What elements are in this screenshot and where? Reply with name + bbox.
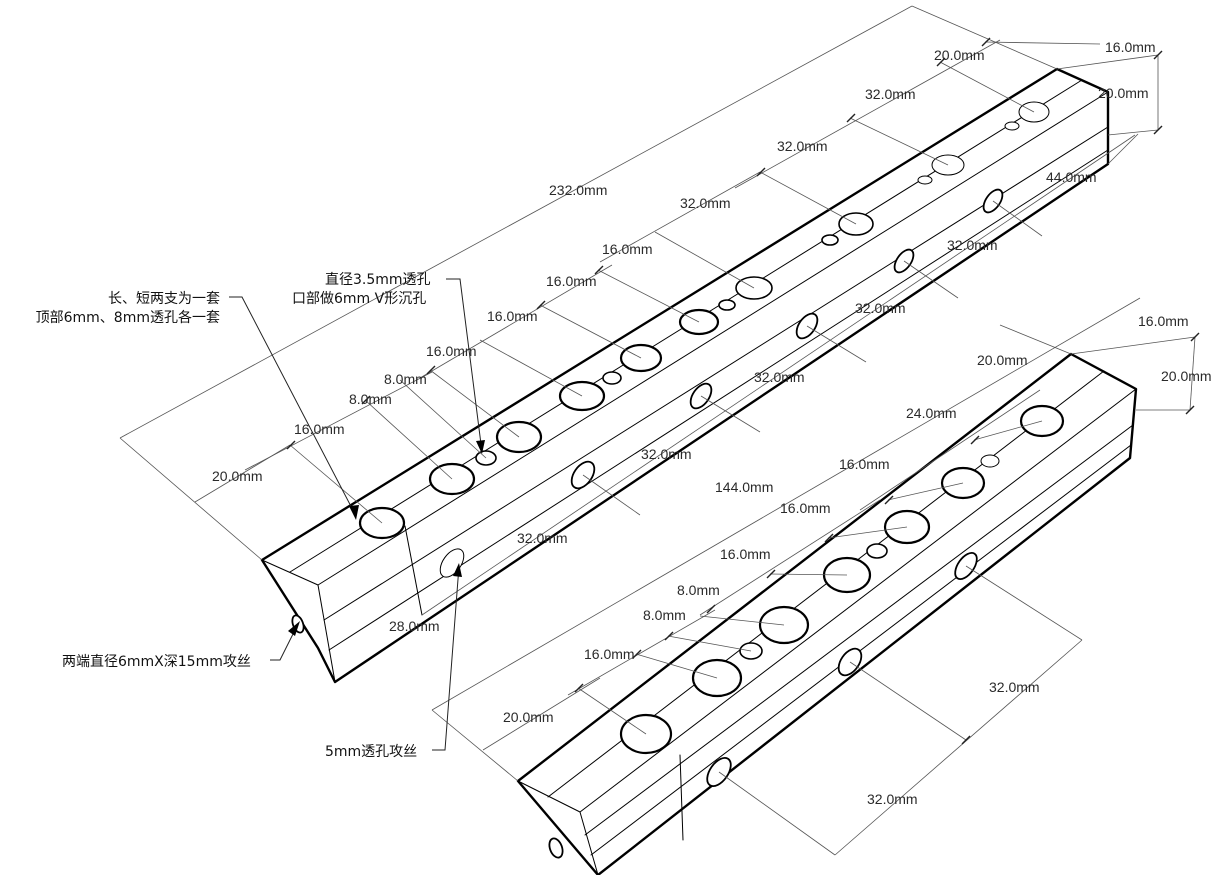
dim-side-spacing: 32.0mm [855, 300, 906, 316]
arrowhead [453, 563, 462, 577]
long-bar-dimension-labels: 232.0mm 16.0mm 20.0mm 20.0mm 20.0mm 16.0… [212, 39, 1156, 634]
top-hole-3.5mm [602, 371, 622, 385]
leader-through [446, 278, 483, 453]
note-set-line1: 长、短两支为一套 [108, 291, 220, 307]
long-bar-side-line [323, 126, 1109, 621]
short-bar-dimensions [431, 297, 1200, 856]
leader-end-tap [270, 623, 299, 661]
dim-side-first: 28.0mm [389, 618, 440, 634]
long-bar-section-line [404, 525, 423, 616]
leader-set [229, 296, 357, 517]
dim-top-spacing: 16.0mm [487, 308, 538, 324]
note-through-line1: 直径3.5mm透孔 [325, 271, 431, 288]
dim-side-spacing: 32.0mm [989, 679, 1040, 695]
dim-top-spacing: 16.0mm [720, 546, 771, 562]
note-set-line2: 顶部6mm、8mm透孔各一套 [36, 310, 220, 326]
dim-top-spacing: 16.0mm [294, 421, 345, 437]
short-bar-side-line [584, 424, 1134, 836]
dim-top-spacing: 32.0mm [777, 138, 828, 154]
short-bar-end-tap-hole [548, 837, 564, 859]
dim-width: 16.0mm [1105, 39, 1156, 55]
top-hole-3.5mm [866, 543, 888, 559]
note-through-line2: 口部做6mm V形沉孔 [292, 291, 426, 307]
arrowhead [288, 621, 300, 636]
short-bar-side-line [590, 444, 1132, 856]
dim-side-spacing: 32.0mm [947, 237, 998, 253]
top-hole-3.5mm [917, 175, 933, 185]
dim-top-spacing: 8.0mm [677, 582, 720, 598]
dim-top-spacing: 16.0mm [839, 456, 890, 472]
dim-top-spacing: 16.0mm [780, 500, 831, 516]
dim-top-spacing: 24.0mm [906, 405, 957, 421]
dim-top-spacing: 16.0mm [426, 343, 477, 359]
dim-top-spacing: 32.0mm [865, 86, 916, 102]
long-bar-top-front-edge [317, 91, 1109, 586]
callout-notes: 长、短两支为一套 顶部6mm、8mm透孔各一套 直径3.5mm透孔 口部做6mm… [36, 271, 485, 760]
dim-top-spacing: 8.0mm [384, 371, 427, 387]
arrowhead [349, 505, 359, 520]
dim-top-spacing: 8.0mm [643, 607, 686, 623]
long-bar-end-face-edge [317, 584, 336, 683]
dim-top-spacing: 16.0mm [602, 241, 653, 257]
leader-tap-5mm [432, 565, 460, 751]
top-hole-3.5mm [821, 234, 839, 246]
dim-overall-length: 144.0mm [715, 479, 773, 495]
dim-overall-length: 232.0mm [549, 182, 607, 198]
top-hole-3.5mm [980, 454, 1000, 468]
short-bar-outline [516, 352, 1138, 875]
short-bar-top-front-edge [579, 388, 1137, 813]
short-bar-end-face-edge [579, 811, 599, 875]
dim-side-spacing: 32.0mm [517, 530, 568, 546]
dim-top-spacing: 32.0mm [680, 195, 731, 211]
top-hole-3.5mm [1004, 121, 1020, 131]
dim-side-last: 44.0mm [1046, 169, 1097, 185]
dim-end-offset-left: 20.0mm [503, 709, 554, 725]
dim-side-spacing: 32.0mm [641, 446, 692, 462]
top-hole-3.5mm [718, 299, 736, 311]
dim-side-spacing: 32.0mm [867, 791, 918, 807]
dim-top-spacing: 8.0mm [349, 391, 392, 407]
short-bar-section-line [679, 754, 684, 841]
dim-end-offset-right: 20.0mm [934, 47, 985, 63]
dim-side-spacing: 32.0mm [754, 369, 805, 385]
note-tap-5mm: 5mm透孔攻丝 [325, 744, 417, 760]
dim-height: 20.0mm [1161, 368, 1212, 384]
long-bar-dimensions [119, 5, 1163, 616]
dim-width: 16.0mm [1138, 313, 1189, 329]
dim-end-offset-right: 20.0mm [977, 352, 1028, 368]
note-end-tap: 两端直径6mmX深15mm攻丝 [62, 653, 251, 670]
dim-top-spacing: 16.0mm [546, 273, 597, 289]
short-bar-dimension-labels: 144.0mm 16.0mm 20.0mm 20.0mm 20.0mm 16.0… [503, 313, 1212, 807]
dim-height: 20.0mm [1098, 85, 1149, 101]
short-bar [516, 352, 1138, 875]
arrowhead [476, 440, 485, 454]
long-bar-top-holes [358, 101, 1050, 540]
side-hole-5mm [439, 548, 465, 578]
dim-top-spacing: 16.0mm [584, 646, 635, 662]
dim-end-offset-left: 20.0mm [212, 468, 263, 484]
